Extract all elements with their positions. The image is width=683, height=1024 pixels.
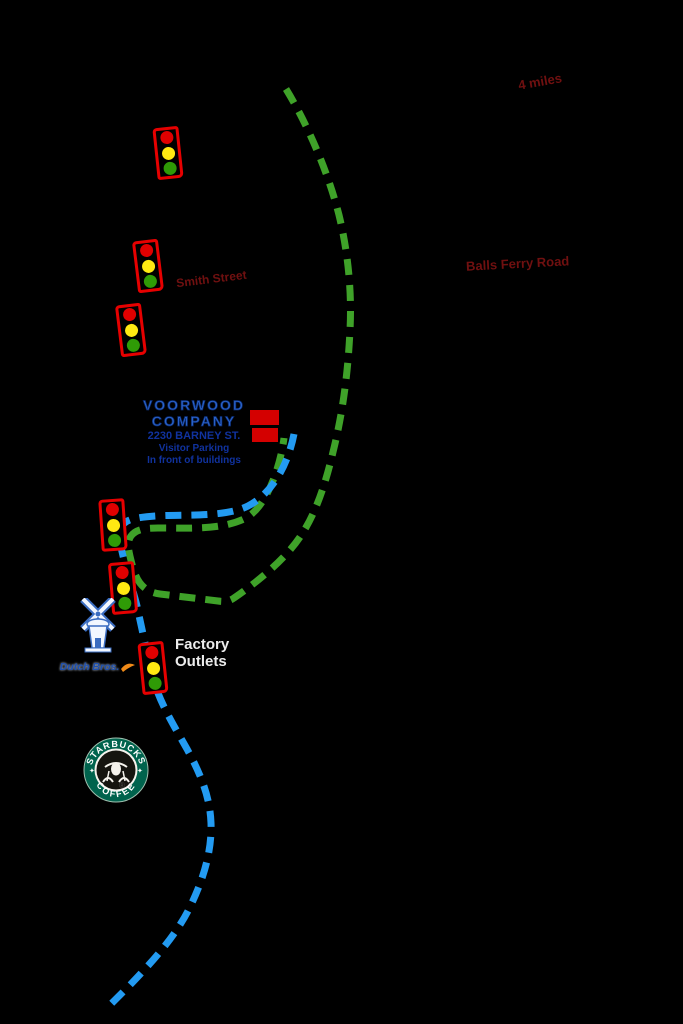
voorwood-name-line2: COMPANY bbox=[151, 413, 237, 429]
voorwood-label-block: VOORWOOD COMPANY 2230 BARNEY ST. Visitor… bbox=[136, 398, 252, 466]
traffic-light-4 bbox=[98, 498, 128, 552]
dutch-bros-swoosh-icon bbox=[121, 663, 136, 672]
green-lamp-icon bbox=[142, 274, 158, 289]
star-icon-left: ✦ bbox=[89, 767, 95, 775]
dutch-bros-logo: Dutch Bros. bbox=[58, 596, 138, 673]
yellow-lamp-icon bbox=[106, 518, 120, 532]
starbucks-logo: STARBUCKS COFFEE ✦ ✦ bbox=[83, 737, 149, 808]
yellow-lamp-icon bbox=[160, 145, 176, 161]
red-lamp-icon bbox=[121, 307, 137, 322]
yellow-lamp-icon bbox=[123, 322, 139, 338]
dutch-bros-label: Dutch Bros. bbox=[59, 660, 120, 673]
voorwood-building-1 bbox=[250, 410, 279, 425]
yellow-lamp-icon bbox=[145, 660, 161, 676]
registered-trademark-label: ® bbox=[119, 781, 125, 790]
red-lamp-icon bbox=[114, 565, 129, 580]
windmill-icon bbox=[80, 596, 116, 653]
yellow-lamp-icon bbox=[115, 580, 131, 596]
voorwood-parking-note-line2: In front of buildings bbox=[147, 455, 241, 466]
star-icon-right: ✦ bbox=[137, 767, 143, 775]
red-lamp-icon bbox=[144, 645, 159, 660]
green-route-line bbox=[124, 87, 355, 605]
voorwood-name-line1: VOORWOOD bbox=[142, 397, 246, 413]
traffic-light-1 bbox=[152, 125, 184, 181]
voorwood-address: 2230 BARNEY ST. bbox=[147, 430, 241, 442]
green-lamp-icon bbox=[147, 676, 162, 691]
factory-outlets-label: Factory Outlets bbox=[175, 636, 229, 670]
factory-outlets-line2: Outlets bbox=[175, 653, 227, 670]
blue-route-line bbox=[105, 433, 298, 1010]
traffic-light-6 bbox=[137, 640, 169, 696]
red-lamp-icon bbox=[104, 502, 119, 517]
green-lamp-icon bbox=[107, 533, 122, 548]
starbucks-ring-icon: STARBUCKS COFFEE ✦ ✦ bbox=[83, 737, 149, 803]
voorwood-parking-note-line1: Visitor Parking bbox=[158, 443, 230, 454]
factory-outlets-line1: Factory bbox=[175, 636, 230, 653]
red-lamp-icon bbox=[138, 243, 154, 258]
yellow-lamp-icon bbox=[140, 258, 156, 274]
green-lamp-icon bbox=[125, 338, 141, 353]
red-lamp-icon bbox=[159, 130, 174, 145]
green-lamp-icon bbox=[162, 161, 177, 176]
voorwood-building-2 bbox=[252, 428, 278, 442]
